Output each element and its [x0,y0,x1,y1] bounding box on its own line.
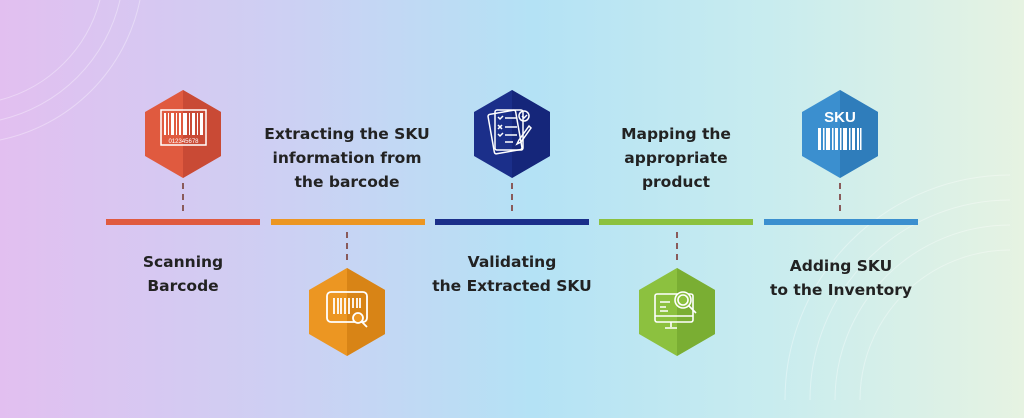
step-5-label-line: Adding SKU [789,257,893,275]
step-1-hexagon: 012345678 [145,90,221,178]
step-5-hexagon: SKU [802,90,878,178]
step-2-label-line: Extracting the SKU [264,125,430,143]
step-1-label-line: Scanning [142,253,224,271]
connector-5 [839,183,841,211]
step-2-label-line: the barcode [294,173,400,191]
timeline-bar-1 [106,219,260,225]
sku-barcode-icon: SKU [818,109,862,150]
timeline-bar-4 [599,219,753,225]
sku-text: SKU [824,109,856,126]
step-3-hexagon [474,90,550,178]
connector-4 [676,232,678,260]
barcode-search-icon [326,291,368,328]
timeline-bar-5 [764,219,918,225]
timeline-bar-2 [271,219,425,225]
step-2-hexagon [309,268,385,356]
connector-3 [511,183,513,211]
step-2-label-line: information from [272,149,422,167]
checklist-icon [487,109,532,155]
step-2-label: Extracting the SKU information from the … [247,122,447,194]
step-3-label-line: Validating [467,253,557,271]
barcode-icon: 012345678 [160,109,207,146]
step-4-label-line: appropriate [624,149,728,167]
step-4-label-line: Mapping the [621,125,731,143]
step-1-label: Scanning Barcode [83,250,283,298]
step-5-label-line: to the Inventory [769,281,913,299]
step-3-label: Validating the Extracted SKU [412,250,612,298]
timeline-bar-3 [435,219,589,225]
monitor-search-icon [654,291,697,329]
connector-1 [182,183,184,211]
connector-2 [346,232,348,260]
step-4-hexagon [639,268,715,356]
step-4-label-line: product [641,173,711,191]
step-1-label-line: Barcode [147,277,219,295]
barcode-digits: 012345678 [168,139,199,145]
step-3-label-line: the Extracted SKU [432,277,592,295]
step-5-label: Adding SKU to the Inventory [741,254,941,302]
step-4-label: Mapping the appropriate product [576,122,776,194]
